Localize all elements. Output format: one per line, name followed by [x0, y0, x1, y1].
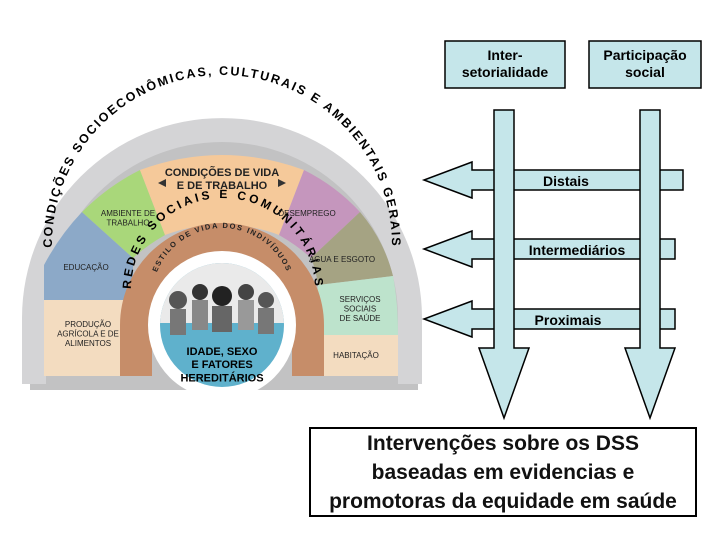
outcome-line-2: baseadas em evidencias e — [371, 460, 635, 484]
text-line: DESEMPREGO — [278, 209, 335, 218]
segment-educacao — [44, 212, 133, 300]
segment-desemprego — [279, 170, 360, 258]
text-line: HEREDITÁRIOS — [180, 371, 263, 384]
segment-producao — [44, 300, 133, 376]
label-habitacao: HABITAÇÃO — [333, 351, 379, 360]
label-educacao: EDUCAÇÃO — [63, 263, 108, 272]
text-line: HABITAÇÃO — [333, 351, 379, 360]
outcome-line-1: Intervenções sobre os DSS — [367, 431, 639, 455]
text-line: AMBIENTE DE — [101, 209, 155, 218]
text-line: ALIMENTOS — [65, 339, 111, 348]
arrow-system: Distais Intermediários Proximais — [421, 109, 684, 421]
intersetorialidade-arrow — [477, 109, 531, 421]
text-line: EDUCAÇÃO — [63, 263, 108, 272]
text-line: Participação — [603, 47, 686, 63]
determinants-model: CONDIÇÕES SOCIOECONÔMICAS, CULTURAIS E A… — [22, 64, 422, 399]
outcome-box: Intervenções sobre os DSS baseadas em ev… — [309, 427, 697, 517]
text-line: Inter- — [488, 47, 523, 63]
label-desemprego: DESEMPREGO — [278, 209, 335, 218]
text-line: setorialidade — [462, 64, 549, 80]
level-distais: Distais — [543, 173, 589, 189]
level-proximais: Proximais — [535, 312, 602, 328]
segment-condicoes — [140, 155, 304, 235]
top-box-intersetorialidade: Inter-setorialidade — [444, 40, 566, 89]
text-line: ÁGUA E ESGOTO — [309, 255, 375, 264]
segment-servicos — [313, 276, 398, 335]
outcome-line-3: promotoras da equidade em saúde — [329, 489, 677, 513]
text-line: CONDIÇÕES DE VIDA — [165, 166, 279, 179]
text-line: IDADE, SEXO — [187, 346, 258, 358]
text-line: AGRÍCOLA E DE — [57, 330, 119, 339]
segment-habitacao — [313, 335, 398, 376]
text-line: E DE TRABALHO — [177, 180, 268, 192]
text-line: PRODUÇÃO — [65, 320, 111, 329]
text-line: E FATORES — [191, 359, 252, 371]
segment-ambiente — [82, 170, 165, 258]
right-triangle-icon — [278, 179, 286, 187]
segment-agua — [311, 212, 393, 285]
label-agua: ÁGUA E ESGOTO — [309, 255, 375, 264]
text-line: DE SAÚDE — [340, 314, 381, 323]
text-line: SOCIAIS — [344, 305, 376, 314]
middle-ring — [120, 223, 324, 376]
participacao-arrow — [623, 109, 677, 421]
people-illustration — [160, 263, 284, 335]
text-line: TRABALHO — [106, 219, 149, 228]
text-line: SERVIÇOS — [339, 295, 380, 304]
text-line: social — [625, 64, 665, 80]
level-intermediarios: Intermediários — [529, 242, 626, 258]
left-triangle-icon — [158, 179, 166, 187]
intersetorialidade-label: Inter-setorialidade — [462, 47, 549, 80]
